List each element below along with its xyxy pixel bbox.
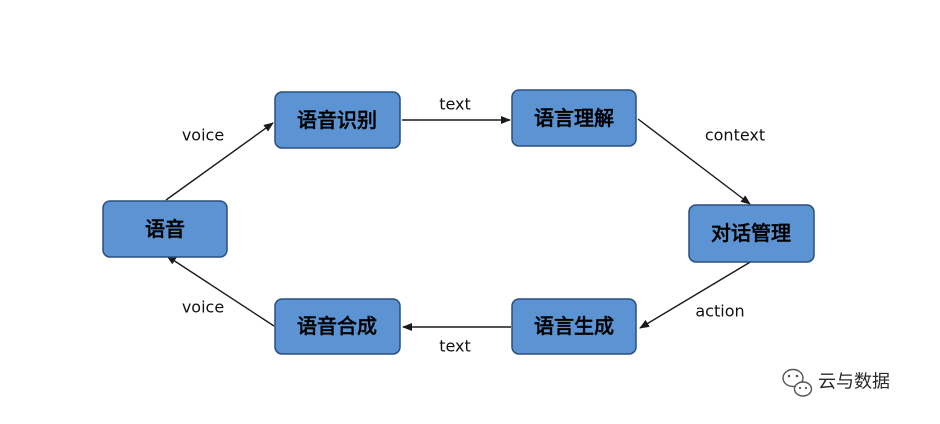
node-speech-synthesis: 语音合成	[274, 298, 401, 355]
node-language-generation-label: 语言生成	[534, 314, 614, 338]
watermark: 云与数据	[782, 368, 890, 397]
edge-label-nlu-to-dm: context	[705, 126, 765, 145]
edge-nlu-to-dm	[637, 118, 751, 205]
node-language-understanding-label: 语言理解	[534, 106, 614, 130]
edge-label-nlg-to-tts: text	[439, 337, 471, 356]
watermark-text: 云与数据	[818, 372, 890, 393]
node-speech-synthesis-label: 语音合成	[297, 314, 377, 338]
node-speech-recognition: 语音识别	[274, 91, 401, 149]
node-language-understanding: 语言理解	[511, 89, 637, 147]
edge-speech-to-asr	[165, 122, 274, 201]
node-dialogue-management-label: 对话管理	[711, 221, 791, 245]
edge-label-speech-to-asr: voice	[182, 126, 224, 145]
node-language-generation: 语言生成	[511, 298, 637, 355]
node-speech: 语音	[102, 200, 228, 258]
edge-tts-to-speech	[166, 255, 275, 327]
edge-label-tts-to-speech: voice	[182, 298, 224, 317]
edge-label-dm-to-nlg: action	[695, 302, 744, 321]
node-speech-recognition-label: 语音识别	[297, 108, 377, 132]
edge-label-asr-to-nlu: text	[439, 95, 471, 114]
wechat-icon	[782, 368, 813, 397]
node-dialogue-management: 对话管理	[688, 204, 815, 263]
node-speech-label: 语音	[145, 217, 185, 241]
edge-dm-to-nlg	[639, 260, 753, 329]
